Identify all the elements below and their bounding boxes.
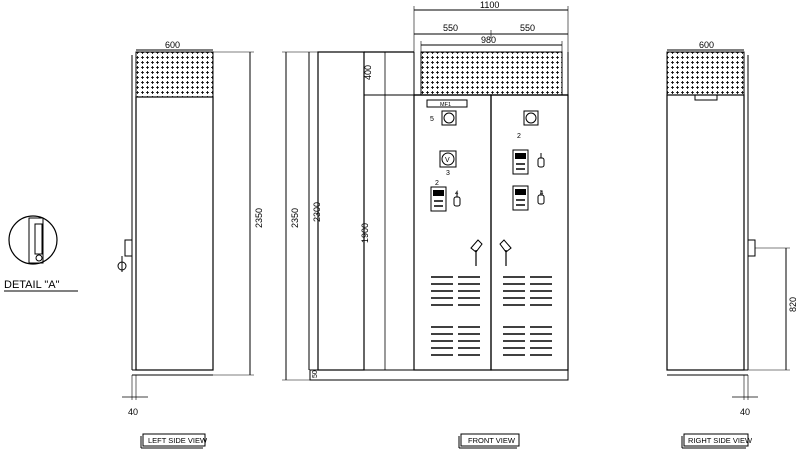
front-dim-half-left: 550 bbox=[443, 23, 458, 33]
front-dim-inner: 980 bbox=[481, 35, 496, 45]
left-dim-height: 2350 bbox=[254, 208, 264, 228]
right-cabinet-body bbox=[666, 94, 745, 371]
left-dim-width: 600 bbox=[165, 40, 180, 50]
left-pilot-light bbox=[441, 110, 457, 126]
nameplate-label: MF1 bbox=[440, 102, 451, 108]
detail-a-circle bbox=[8, 215, 58, 265]
right-dim-width: 600 bbox=[699, 40, 714, 50]
front-right-door bbox=[490, 94, 569, 371]
left-door-handle bbox=[124, 239, 133, 257]
front-dim-top-section: 400 bbox=[363, 65, 373, 80]
right-side-view: 600 820 40 RIGHT SIDE VIEW bbox=[666, 40, 798, 449]
left-digital-meter bbox=[430, 186, 447, 212]
detail-a-handle bbox=[28, 217, 44, 264]
callout-4b: 4 bbox=[540, 191, 544, 197]
front-dim-overall: 1100 bbox=[480, 0, 499, 10]
right-digital-meter-top bbox=[512, 149, 529, 175]
right-door-handle bbox=[747, 239, 756, 257]
left-dim-base: 40 bbox=[128, 407, 138, 417]
left-caption: LEFT SIDE VIEW bbox=[148, 436, 208, 445]
voltmeter bbox=[439, 150, 457, 168]
right-top-grille bbox=[666, 51, 745, 96]
callout-5: 5 bbox=[430, 116, 434, 123]
detail-a: DETAIL "A" bbox=[4, 215, 78, 292]
right-caption: RIGHT SIDE VIEW bbox=[688, 436, 753, 445]
front-dim-half-right: 550 bbox=[520, 23, 535, 33]
left-selector-switch bbox=[453, 192, 461, 207]
front-dim-height-body: 2300 bbox=[312, 202, 322, 222]
louvres bbox=[431, 276, 552, 356]
left-side-view: 600 2350 40 LEFT SIDE VIEW bbox=[117, 40, 264, 449]
right-pilot-light bbox=[523, 110, 539, 126]
right-dim-handle: 820 bbox=[788, 297, 798, 312]
callout-3: 3 bbox=[446, 170, 450, 177]
front-caption: FRONT VIEW bbox=[468, 436, 516, 445]
left-top-grille bbox=[135, 51, 214, 98]
callout-2b: 2 bbox=[435, 180, 439, 187]
front-plinth bbox=[309, 369, 569, 381]
right-dim-base: 40 bbox=[740, 407, 750, 417]
right-selector-switch-bottom bbox=[537, 190, 545, 205]
front-top-grille bbox=[420, 51, 563, 96]
callout-2a: 2 bbox=[517, 133, 521, 140]
left-door-handle-front bbox=[470, 239, 483, 266]
right-selector-switch-top bbox=[537, 153, 545, 168]
front-dim-height-total: 2350 bbox=[290, 208, 300, 228]
front-left-door bbox=[413, 94, 492, 371]
front-side-panel bbox=[317, 51, 365, 371]
front-dim-door: 1900 bbox=[360, 223, 370, 243]
left-cabinet-body bbox=[135, 96, 214, 371]
callout-4a: 4 bbox=[455, 191, 459, 197]
right-digital-meter-bottom bbox=[512, 185, 529, 211]
right-door-handle-front bbox=[499, 239, 512, 266]
voltmeter-symbol: V bbox=[445, 157, 450, 164]
detail-a-caption: DETAIL "A" bbox=[4, 279, 60, 291]
front-dim-base: 50 bbox=[312, 370, 319, 378]
front-view: 1100 550 550 980 MF1 5 2 bbox=[282, 0, 569, 449]
nameplate bbox=[426, 99, 468, 108]
